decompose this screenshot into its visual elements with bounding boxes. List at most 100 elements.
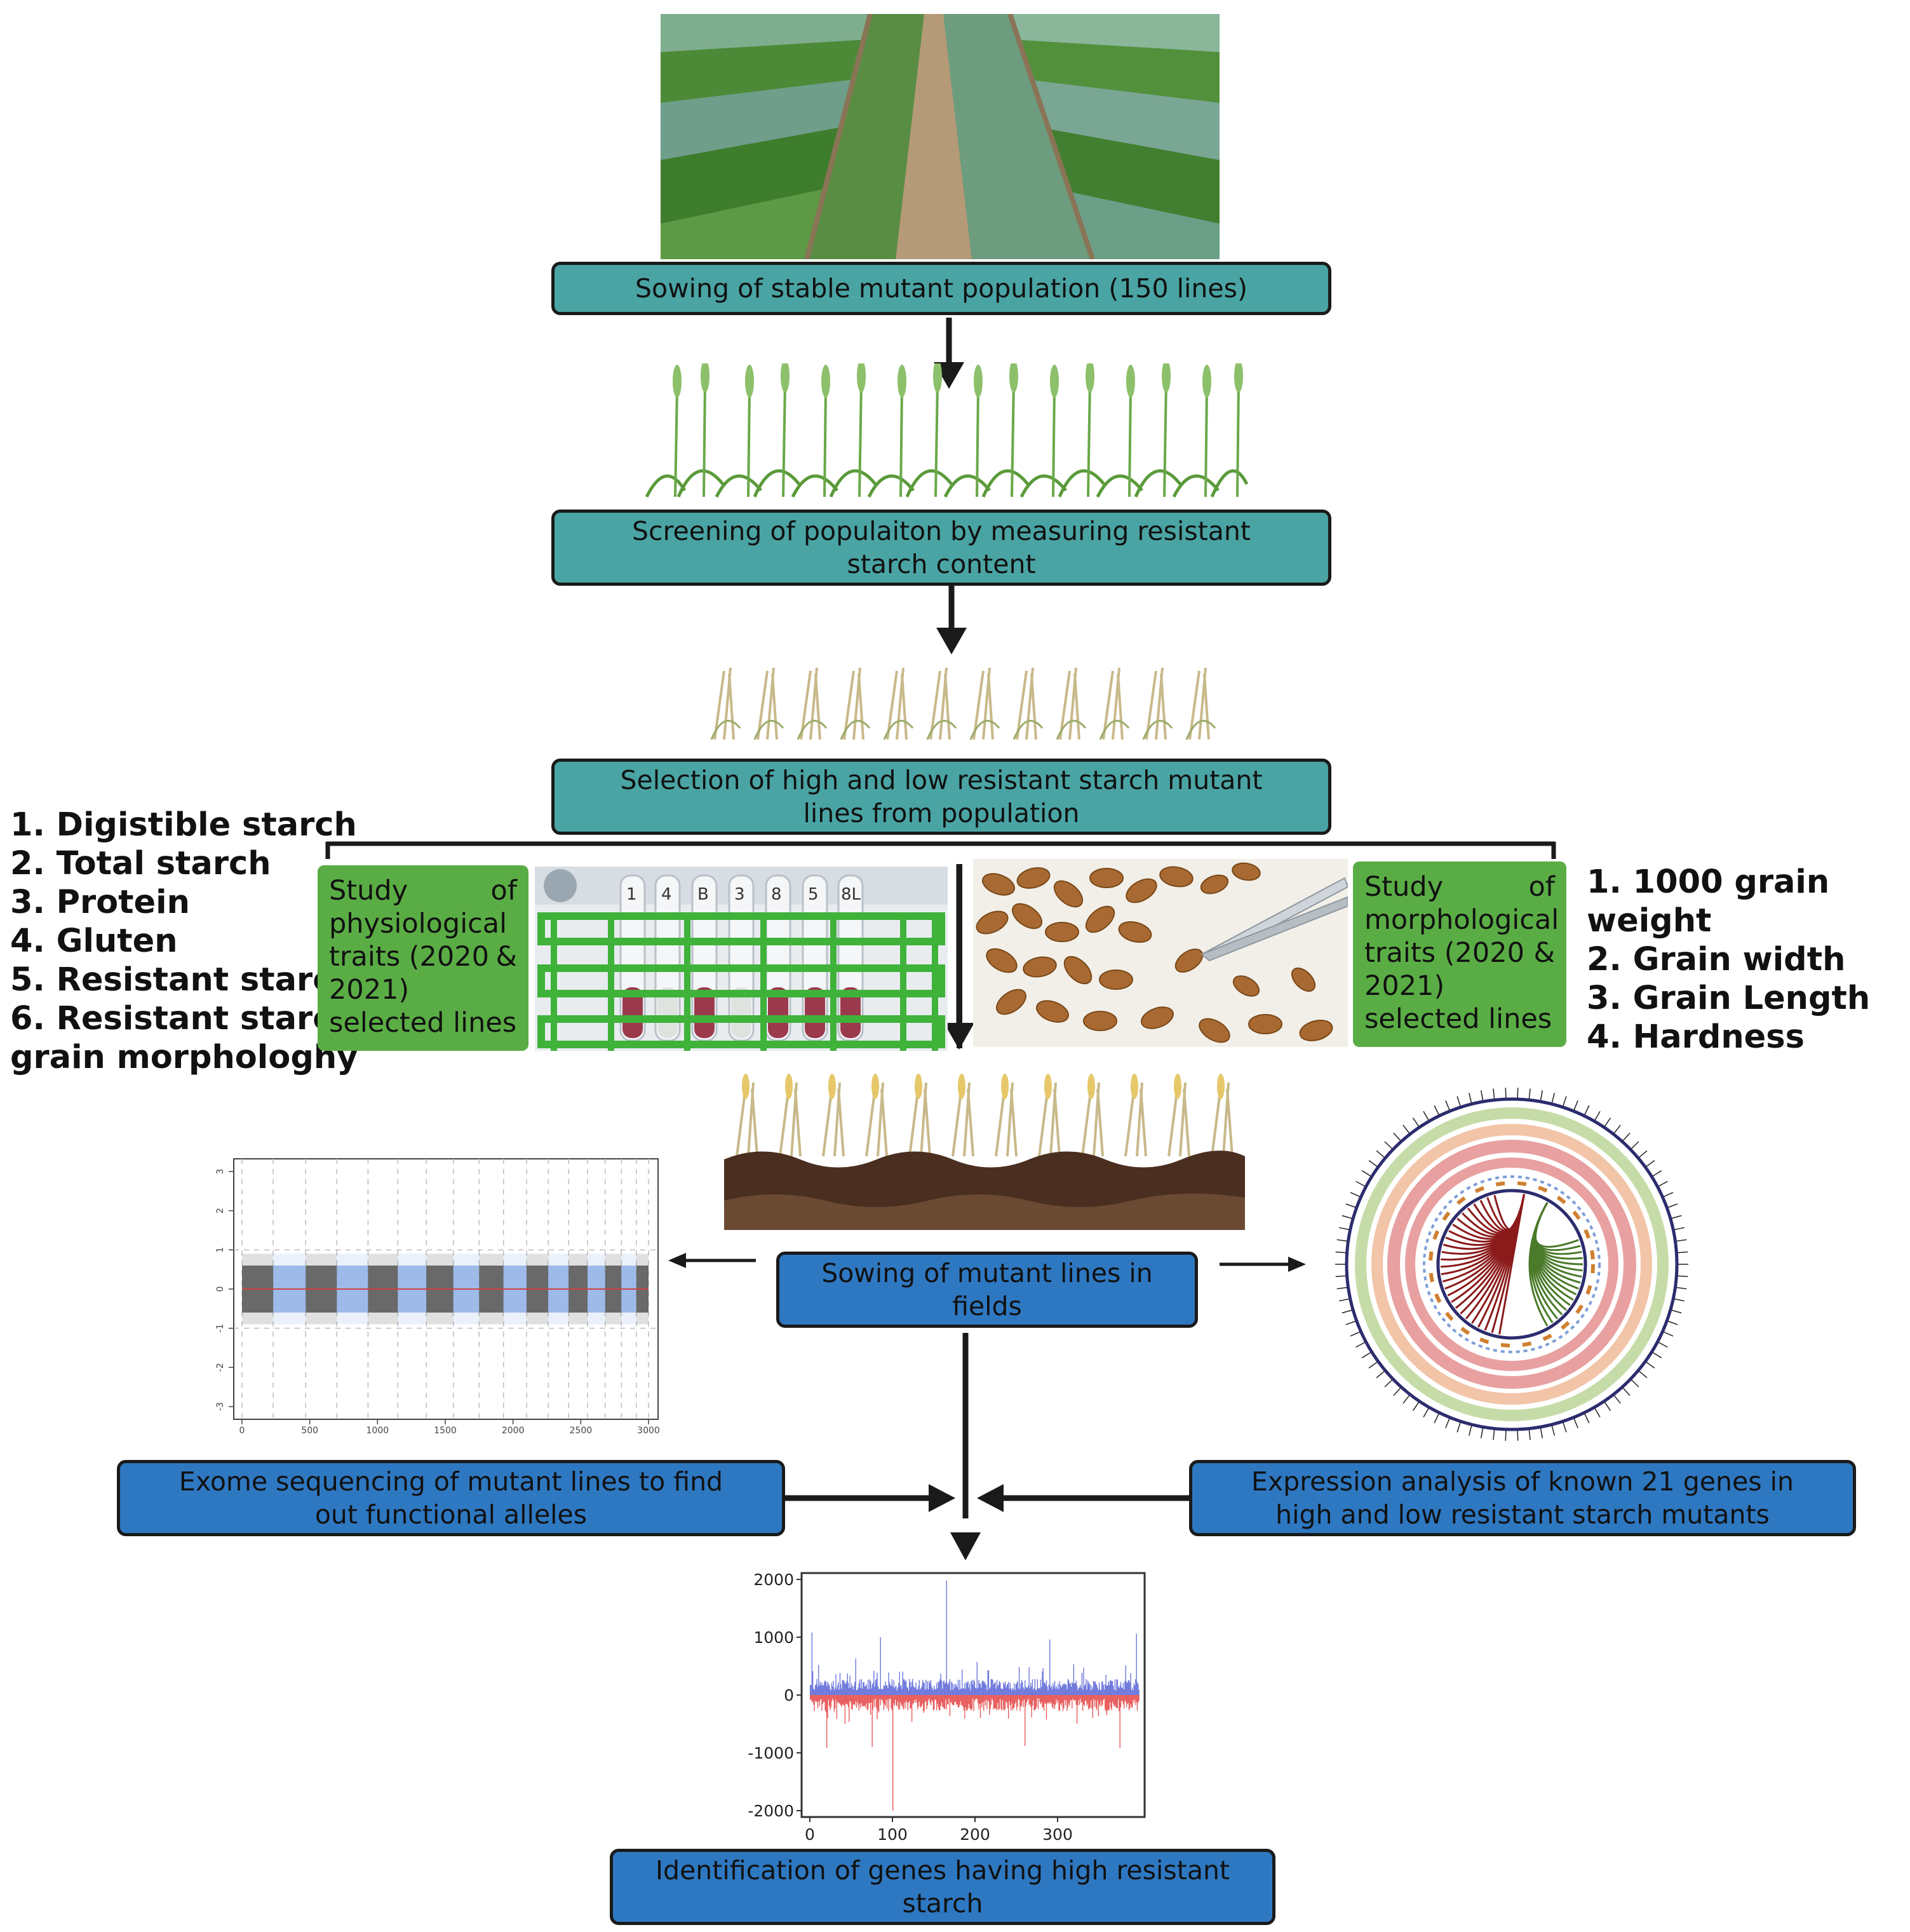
bar-positive xyxy=(1099,1682,1100,1695)
bar-negative xyxy=(972,1695,974,1699)
circos-tick xyxy=(1517,1088,1519,1098)
y-tick-label: 0 xyxy=(215,1287,225,1292)
bar-positive xyxy=(1129,1682,1131,1695)
bar-negative xyxy=(1047,1695,1049,1703)
circos-tick xyxy=(1342,1309,1352,1314)
bar-positive xyxy=(1093,1680,1094,1695)
step-sowing-fields: Sowing of mutant lines in fields xyxy=(776,1252,1198,1328)
bar-negative xyxy=(1012,1695,1013,1710)
circos-chord xyxy=(1528,1202,1549,1327)
bar-positive xyxy=(1037,1679,1038,1695)
bar-negative xyxy=(992,1695,993,1701)
circos-tick xyxy=(1658,1342,1668,1348)
y-tick-label: 1000 xyxy=(753,1628,794,1647)
bar-negative xyxy=(818,1695,819,1702)
bar-negative xyxy=(908,1695,910,1703)
step-expression-analysis: Expression analysis of known 21 genes in… xyxy=(1189,1460,1856,1536)
tube-label: 8L xyxy=(841,885,861,904)
trait-item: 3. Grain Length xyxy=(1587,980,1871,1017)
bar-negative xyxy=(1096,1695,1098,1710)
bar-positive xyxy=(1096,1685,1098,1695)
bar-negative xyxy=(1006,1695,1007,1703)
circos-tick xyxy=(1445,1418,1450,1429)
bar-positive xyxy=(952,1683,953,1695)
bar-negative xyxy=(927,1695,928,1706)
circos-tick xyxy=(1342,1215,1352,1219)
bar-negative xyxy=(985,1695,986,1706)
bar-negative xyxy=(890,1695,891,1699)
bar-positive xyxy=(985,1684,986,1695)
bar-positive xyxy=(1084,1684,1086,1695)
bar-negative xyxy=(856,1695,857,1708)
y-tick-label: -2 xyxy=(215,1363,225,1372)
bar-positive xyxy=(1063,1684,1065,1695)
bar-negative xyxy=(1070,1695,1071,1701)
circos-tick xyxy=(1412,1118,1420,1127)
bar-negative xyxy=(953,1695,955,1706)
bar-negative xyxy=(1033,1695,1035,1711)
bar-positive xyxy=(979,1683,980,1695)
circos-tick xyxy=(1658,1180,1668,1187)
bar-negative xyxy=(962,1695,964,1707)
bar-positive xyxy=(813,1688,814,1695)
bar-positive xyxy=(833,1689,835,1695)
bar-positive xyxy=(894,1688,895,1695)
bar-negative xyxy=(847,1695,848,1705)
x-tick-label: 1500 xyxy=(434,1426,457,1436)
bar-positive xyxy=(908,1690,910,1695)
bar-positive xyxy=(890,1685,891,1695)
bar-negative xyxy=(993,1695,995,1708)
bar-positive xyxy=(1069,1683,1070,1695)
bar-negative xyxy=(854,1695,856,1706)
test-tube-photo: 1 4 B 3 8 5 8L xyxy=(535,867,948,1051)
circos-tick xyxy=(1368,1159,1378,1167)
x-tick-label: 3000 xyxy=(637,1426,660,1436)
bar-positive xyxy=(860,1687,861,1695)
bar-negative xyxy=(1042,1695,1044,1708)
bar-positive xyxy=(865,1685,866,1695)
bar-negative xyxy=(1000,1695,1002,1709)
bar-positive xyxy=(962,1689,964,1695)
bar-negative xyxy=(901,1695,903,1705)
circos-tick xyxy=(1563,1422,1567,1433)
bar-positive xyxy=(939,1679,941,1695)
bar-negative xyxy=(955,1695,957,1702)
bar-positive xyxy=(1136,1633,1137,1695)
x-tick-label: 1000 xyxy=(367,1426,389,1436)
bar-negative xyxy=(988,1695,990,1702)
bar-positive xyxy=(880,1689,882,1695)
bar-negative xyxy=(960,1695,962,1705)
bar-positive xyxy=(1070,1682,1071,1695)
bar-positive xyxy=(937,1688,938,1695)
bar-positive xyxy=(993,1684,994,1695)
bar-negative xyxy=(880,1695,882,1700)
bar-negative xyxy=(952,1695,953,1705)
bar-negative xyxy=(1074,1695,1075,1701)
bar-negative xyxy=(1061,1695,1063,1703)
bar-negative xyxy=(979,1695,980,1705)
bar-positive xyxy=(894,1686,896,1695)
bar-negative xyxy=(981,1695,983,1708)
circos-tick xyxy=(1540,1090,1543,1101)
bar-negative xyxy=(1072,1695,1073,1699)
circos-tick xyxy=(1355,1342,1366,1348)
bar-negative xyxy=(1077,1695,1079,1706)
bar-positive xyxy=(999,1680,1000,1695)
bar-negative xyxy=(932,1695,934,1711)
bar-negative xyxy=(1084,1695,1086,1701)
bar-positive xyxy=(972,1684,974,1695)
bar-negative xyxy=(915,1695,917,1699)
bar-positive xyxy=(838,1689,840,1695)
bar-positive xyxy=(927,1689,929,1695)
bar-positive xyxy=(880,1637,881,1695)
bar-negative xyxy=(1120,1695,1122,1708)
circos-tick xyxy=(1667,1203,1678,1208)
x-tick-label: 2000 xyxy=(502,1426,525,1436)
bar-negative xyxy=(1103,1695,1104,1700)
bar-positive xyxy=(1066,1689,1068,1695)
bar-negative xyxy=(1003,1695,1004,1710)
bar-negative xyxy=(1023,1695,1025,1699)
bar-positive xyxy=(981,1681,983,1695)
